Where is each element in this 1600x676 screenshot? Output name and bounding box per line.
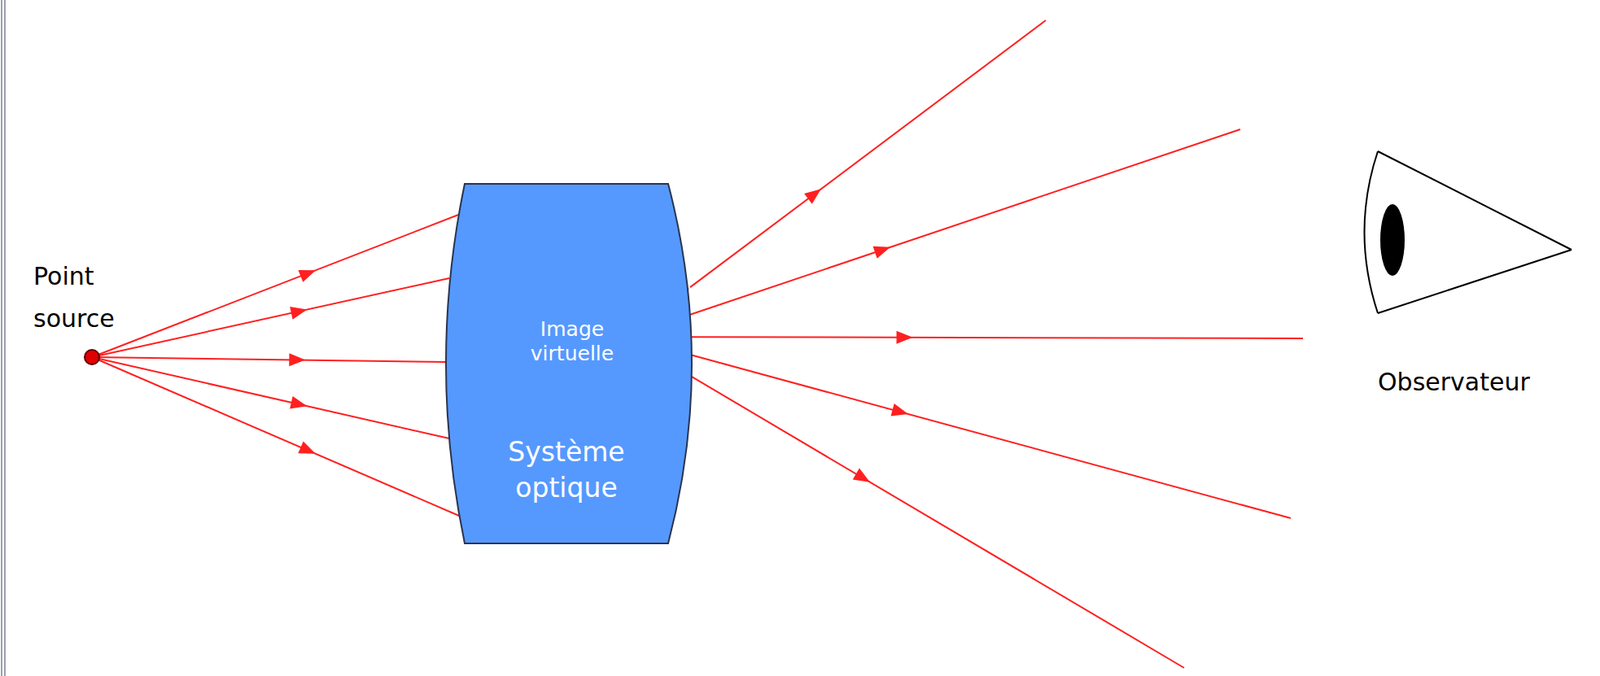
- eye-symbol: [1364, 151, 1573, 314]
- ray-arrowhead: [891, 403, 909, 416]
- system-label: Système optique: [485, 434, 648, 507]
- incident-ray: [91, 357, 465, 519]
- emergent-ray: [690, 375, 1185, 669]
- emergent-ray: [690, 354, 1291, 519]
- source-label: Point source: [33, 255, 148, 341]
- ray-arrowhead: [804, 188, 822, 204]
- incident-ray: [91, 357, 450, 439]
- ray-arrowhead: [289, 396, 307, 410]
- optical-system-lens: Image virtuelleSystème optique: [445, 183, 692, 544]
- ray-arrowhead: [896, 331, 914, 345]
- ray-arrowhead: [852, 468, 870, 483]
- emergent-ray: [690, 336, 1303, 339]
- ray-arrowhead: [873, 246, 892, 259]
- ray-arrowhead: [297, 441, 316, 455]
- incident-ray: [91, 357, 446, 363]
- emergent-ray: [690, 129, 1241, 315]
- virtual-image-label: Image virtuelle: [523, 317, 621, 367]
- ray-arrowhead: [297, 270, 316, 283]
- incident-ray: [91, 212, 465, 358]
- ray-arrowhead: [288, 353, 306, 367]
- light-rays: [91, 20, 1303, 669]
- incident-ray: [91, 278, 450, 358]
- emergent-ray: [690, 20, 1046, 288]
- point-source-dot: [84, 349, 100, 365]
- observer-label: Observateur: [1377, 364, 1590, 401]
- frame-border: [0, 0, 3, 676]
- frame-border: [4, 0, 6, 676]
- ray-arrowhead: [289, 306, 307, 320]
